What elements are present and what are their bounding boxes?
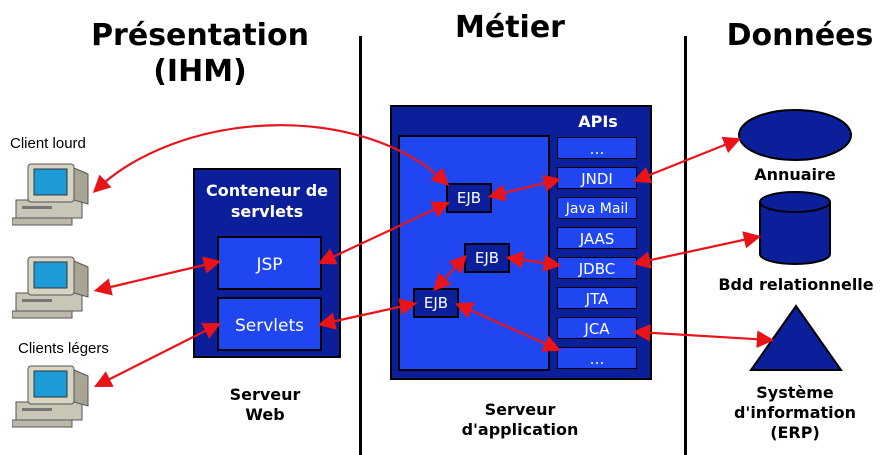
api-item-jndi: JNDI	[557, 167, 637, 189]
annuaire-label: Annuaire	[754, 165, 836, 184]
servlet-container-title-line2: servlets	[230, 202, 304, 221]
web-server-label-line2: Web	[245, 405, 285, 424]
arrow-client-servlets	[94, 323, 221, 387]
api-list: … JNDI Java Mail JAAS JDBC JTA JCA …	[557, 137, 637, 375]
arrow-jdbc-bdd	[632, 231, 762, 269]
web-server-label-line1: Serveur	[229, 385, 301, 404]
column-title-donnees: Données	[726, 18, 874, 53]
computer-icon	[11, 160, 96, 226]
arrow-client-jsp	[93, 256, 222, 296]
bdd-cylinder	[757, 190, 833, 266]
api-item-jdbc: JDBC	[557, 257, 637, 279]
arrow-client-lourd-ejb	[92, 124, 450, 194]
api-item-jaas: JAAS	[557, 227, 637, 249]
column-title-presentation: Présentation (IHM)	[60, 18, 340, 90]
web-server-label: Serveur Web	[205, 385, 325, 425]
api-item-javamail: Java Mail	[557, 197, 637, 219]
app-server-label-line2: d'application	[461, 420, 579, 439]
computer-icon	[11, 362, 96, 428]
erp-label-line2: d'information	[733, 403, 857, 422]
arrow-ejb-jndi	[487, 174, 562, 202]
jsp-box: JSP	[217, 236, 322, 290]
api-item-jca: JCA	[557, 317, 637, 339]
servlets-box: Servlets	[217, 297, 322, 351]
api-item-jta: JTA	[557, 287, 637, 309]
ejb-box-top: EJB	[446, 183, 492, 213]
erp-label-line1: Système	[756, 383, 834, 402]
app-server-label-line1: Serveur	[484, 400, 556, 419]
clients-legers-label: Clients légers	[18, 340, 109, 357]
presentation-title-line2: (IHM)	[153, 54, 247, 89]
api-item-ellipsis-bottom: …	[557, 347, 637, 369]
arrow-ejb-jca	[454, 302, 562, 352]
apis-title: APIs	[578, 112, 618, 131]
erp-label: Système d'information (ERP)	[725, 383, 865, 443]
arrow-jndi-annuaire	[632, 136, 742, 184]
app-server-label: Serveur d'application	[430, 400, 610, 440]
api-item-ellipsis-top: …	[557, 137, 637, 159]
annuaire-ellipse	[737, 108, 853, 162]
erp-label-line3: (ERP)	[770, 423, 820, 442]
bdd-label: Bdd relationnelle	[718, 275, 874, 294]
arrow-servlets-ejb	[317, 298, 418, 330]
arrow-jca-erp	[632, 324, 775, 348]
arrow-ejb-jdbc	[505, 251, 562, 272]
presentation-title-line1: Présentation	[91, 18, 309, 53]
client-lourd-label: Client lourd	[10, 135, 86, 152]
arrow-ejb-ejb	[432, 254, 468, 292]
computer-icon	[11, 253, 96, 319]
column-title-metier: Métier	[455, 10, 565, 45]
arrow-jsp-ejb	[318, 201, 450, 265]
